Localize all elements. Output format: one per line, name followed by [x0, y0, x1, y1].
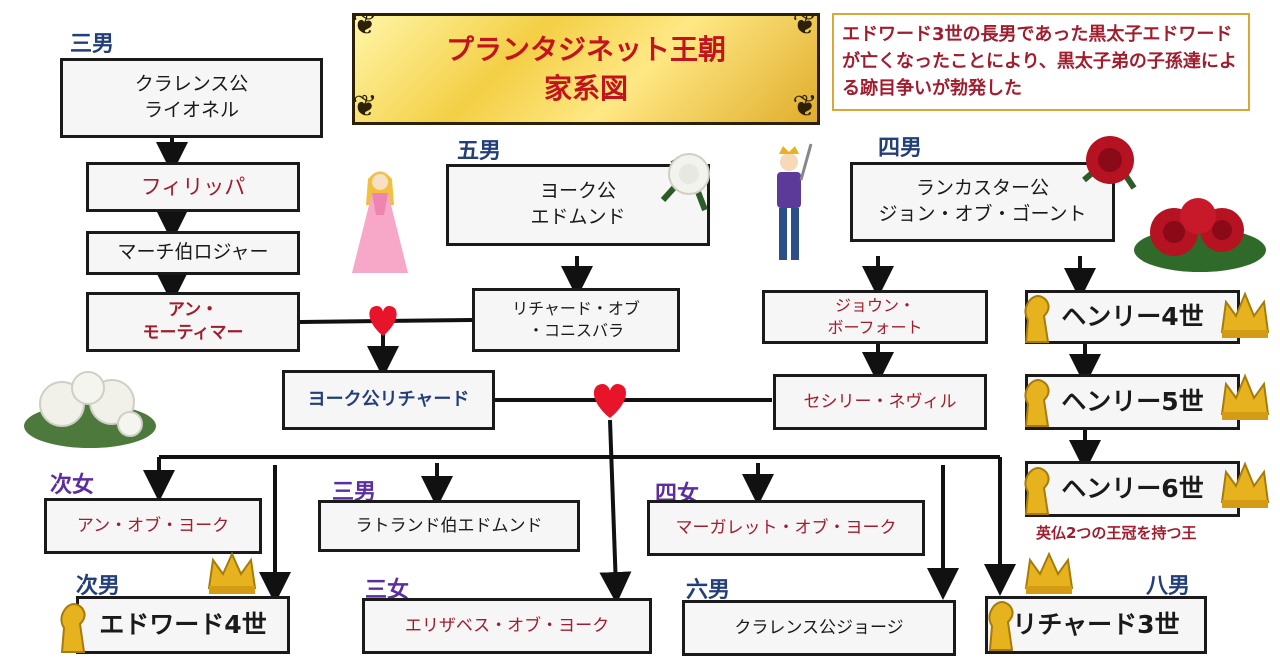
person-edward4: エドワード4世 — [76, 596, 290, 654]
title-line-2: 家系図 — [543, 72, 628, 105]
rose-icon — [1082, 136, 1137, 190]
person-richard-conisburgh: リチャード・オブ・コニスバラ — [472, 288, 680, 352]
lion-icon — [1024, 467, 1050, 515]
history-note: エドワード3世の長男であった黒太子エドワードが亡くなったことにより、黒太子弟の子… — [832, 13, 1250, 111]
person-george-clarence: クラレンス公ジョージ — [682, 600, 956, 656]
prince-icon — [777, 143, 813, 260]
person-roger: マーチ伯ロジャー — [86, 231, 300, 275]
name-line: ランカスター公 — [915, 177, 1049, 200]
person-anne-mortimer: アン・モーティマー — [86, 292, 300, 352]
lion-icon — [1024, 295, 1050, 343]
lion-icon — [988, 601, 1014, 651]
person-cecily-neville: セシリー・ネヴィル — [773, 374, 987, 430]
name-line: ・コニスバラ — [527, 321, 624, 340]
title-line-1: プランタジネット王朝 — [445, 32, 726, 66]
name-line: ヨーク公 — [539, 180, 616, 203]
rose-icon — [1134, 198, 1266, 272]
person-henry4: ヘンリー4世 — [1025, 290, 1240, 344]
rose-icon — [660, 153, 710, 212]
label-fifth-son: 五男 — [457, 139, 502, 164]
person-richard3: リチャード3世 — [985, 596, 1207, 654]
person-john-gaunt: ランカスター公ジョン・オブ・ゴーント — [850, 162, 1115, 242]
heart-icon — [593, 384, 627, 418]
heart-icon — [369, 306, 397, 336]
lion-icon — [60, 603, 86, 653]
lion-icon — [1024, 379, 1050, 427]
ornament-icon: ❦ — [792, 89, 818, 124]
princess-icon — [352, 171, 408, 273]
henry6-caption: 英仏2つの王冠を持つ王 — [1036, 524, 1197, 542]
name-line: ジョン・オブ・ゴーント — [878, 203, 1087, 225]
person-edmund-york: ヨーク公エドムンド — [446, 164, 710, 246]
name-line: エドムンド — [530, 206, 626, 228]
person-elizabeth-york: エリザベス・オブ・ヨーク — [362, 598, 652, 654]
name-line: モーティマー — [142, 323, 244, 343]
person-edmund-rutland: ラトランド伯エドムンド — [318, 500, 580, 552]
person-anne-york: アン・オブ・ヨーク — [44, 498, 262, 554]
label-fourth-son: 四男 — [878, 136, 923, 161]
name-line: ボーフォート — [827, 318, 923, 337]
name-line: ライオネル — [143, 99, 239, 121]
ornament-icon: ❦ — [352, 89, 378, 124]
ornament-icon: ❦ — [352, 7, 378, 42]
person-richard-york: ヨーク公リチャード — [282, 370, 495, 430]
crown-icon — [207, 551, 257, 594]
person-henry5: ヘンリー5世 — [1025, 374, 1240, 430]
crown-icon — [1220, 291, 1270, 338]
label-eighth-son: 八男 — [1146, 574, 1191, 599]
label-sixth-son: 六男 — [686, 578, 731, 603]
label-second-son: 次男 — [76, 574, 121, 599]
person-joan-beaufort: ジョウン・ボーフォート — [762, 290, 988, 344]
person-lionel: クラレンス公ライオネル — [60, 58, 323, 138]
label-second-daughter: 次女 — [50, 473, 95, 498]
rose-icon — [24, 371, 156, 448]
person-philippa: フィリッパ — [86, 162, 300, 212]
crown-icon — [1220, 461, 1270, 508]
name-line: リチャード・オブ — [512, 299, 640, 319]
person-margaret-york: マーガレット・オブ・ヨーク — [647, 500, 925, 556]
diagram-title: プランタジネット王朝 家系図 — [352, 13, 820, 125]
name-line: クラレンス公 — [134, 73, 249, 96]
name-line: ジョウン・ — [834, 296, 915, 316]
name-line: アン・ — [167, 300, 219, 321]
crown-icon — [1024, 551, 1074, 594]
ornament-icon: ❦ — [792, 7, 818, 42]
label-third-son: 三男 — [70, 32, 115, 57]
crown-icon — [1220, 373, 1270, 420]
person-henry6: ヘンリー6世 — [1025, 461, 1240, 517]
